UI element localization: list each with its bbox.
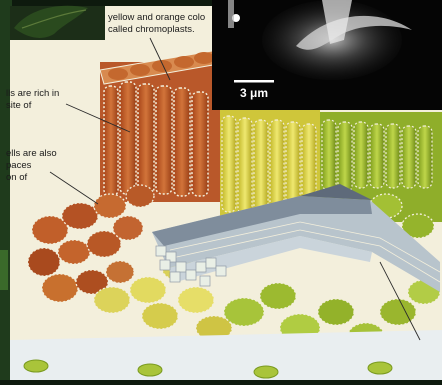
annotation-a-line-2: site of [6, 100, 31, 112]
annotation-b-line-1: ells are also [6, 148, 57, 160]
orange-chromoplast-cells [100, 50, 230, 202]
scale-bar-label: 3 μm [240, 86, 268, 100]
scale-bar [234, 80, 274, 83]
annotation-a-line-1: lls are rich in [6, 88, 59, 100]
annotation-b-line-3: on of [6, 172, 27, 184]
caption-line-2: called chromoplasts. [108, 24, 195, 36]
caption-line-1: yellow and orange colo [108, 12, 205, 24]
annotation-b-line-2: paces [6, 160, 31, 172]
